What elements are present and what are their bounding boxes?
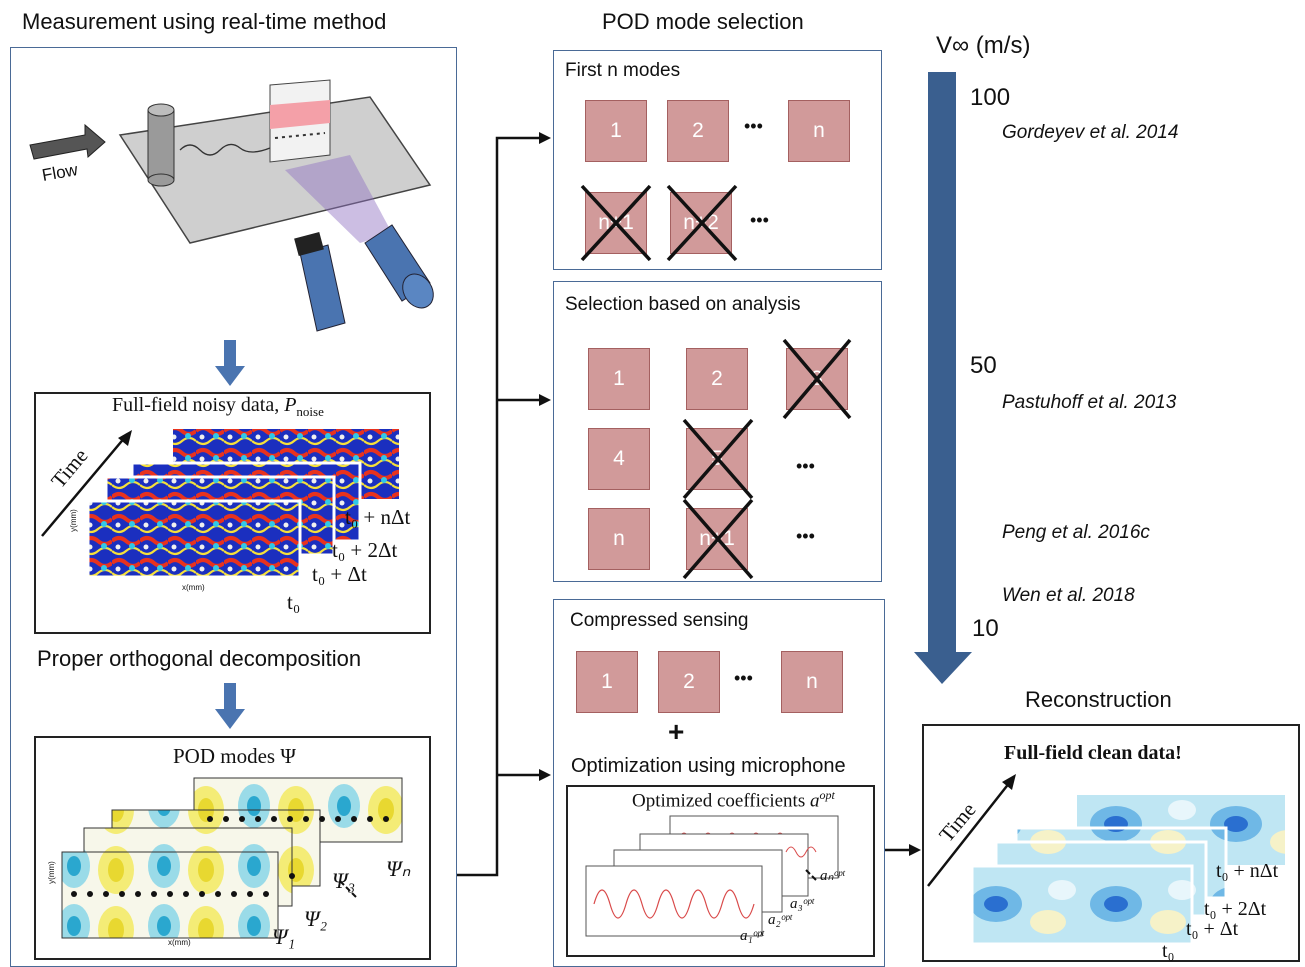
mode-tile: 4: [588, 428, 650, 490]
pod-axis-x: x(mm): [168, 938, 191, 947]
noisy-label-tn: t₀ + nΔt: [345, 505, 411, 529]
coef-label-n: aₙᵒᵖᵗ: [820, 868, 845, 884]
clean-label-tn: t₀ + nΔt: [1216, 860, 1279, 882]
ellipsis-dots: [339, 880, 357, 898]
noisy-axis-x: x(mm): [182, 583, 205, 592]
measurement-window: [270, 100, 330, 129]
mode-tile: n: [788, 100, 850, 162]
clean-frame-0: [970, 864, 1194, 946]
ellipsis: •••: [744, 116, 763, 136]
camera-field-of-view: [285, 155, 392, 243]
coef-label-3: a₃ᵒᵖᵗ: [790, 896, 814, 912]
ellipsis: •••: [750, 210, 769, 230]
velocity-arrow: [914, 72, 972, 684]
velocity-tick-10: 10: [972, 615, 999, 642]
pod-label-1: Ψ₁: [272, 924, 296, 949]
pod-heading: Proper orthogonal decomposition: [37, 646, 362, 671]
rejection-cross-icon: [580, 184, 738, 262]
noisy-label-t2: t₀ + 2Δt: [332, 538, 398, 562]
coef-label-2: a₂ᵒᵖᵗ: [768, 912, 792, 928]
cylinder-obstacle: [147, 103, 175, 187]
pod-label-3: Ψ₃: [332, 868, 356, 893]
velocity-tick-50: 50: [970, 352, 997, 379]
time-arrow: [927, 774, 1016, 887]
branch-connector: [457, 132, 551, 877]
flow-arrow-icon: [29, 123, 106, 160]
left-section-title: Measurement using real-time method: [22, 9, 387, 34]
clean-field-stack: [970, 793, 1287, 946]
reconstruction-title: Reconstruction: [1025, 687, 1172, 712]
coef-frame-1: [585, 865, 763, 937]
velocity-tick-100: 100: [970, 84, 1011, 111]
optimization-title: Optimization using microphone: [571, 755, 846, 777]
pod-modes-title: POD modes Ψ: [173, 744, 296, 768]
time-arrow: [41, 430, 132, 537]
clean-label-t0: t₀: [1162, 940, 1175, 962]
output-arrow: [885, 844, 921, 856]
coefficients-title: Optimized coefficients aopt: [632, 788, 835, 812]
noisy-axis-y: y(mm): [68, 509, 78, 532]
wake-vortices: [179, 143, 271, 156]
coefficient-plots: [585, 815, 839, 937]
ellipsis: •••: [796, 456, 815, 476]
rejection-cross-icon: [682, 338, 852, 580]
coefficient-signal-line: [593, 889, 755, 919]
pod-label-n: Ψₙ: [386, 856, 411, 881]
analysis-selection-title: Selection based on analysis: [565, 294, 801, 315]
reference-pastuhoff: Pastuhoff et al. 2013: [1002, 392, 1177, 413]
down-arrow-icon: [215, 340, 245, 386]
velocity-axis-label: V∞ (m/s): [936, 32, 1031, 59]
first-n-modes-title: First n modes: [565, 60, 681, 81]
plus-sign: +: [668, 716, 685, 747]
down-arrow-icon: [215, 683, 245, 729]
mode-tile: 1: [576, 651, 638, 713]
mode-tile: n: [781, 651, 843, 713]
noisy-label-t0: t₀: [287, 590, 301, 614]
sensor-dots: [71, 816, 389, 897]
mode-tile: 2: [658, 651, 720, 713]
noisy-field-stack: [86, 427, 401, 579]
camera-icon: [364, 224, 434, 309]
middle-section-title: POD mode selection: [602, 9, 804, 34]
compressed-sensing-title: Compressed sensing: [570, 610, 749, 631]
clean-label-t2: t₀ + 2Δt: [1204, 898, 1267, 920]
mode-tile: 1: [588, 348, 650, 410]
clean-data-title: Full-field clean data!: [1004, 742, 1182, 764]
clean-label-t1: t₀ + Δt: [1186, 918, 1239, 940]
pod-modes-stack: [61, 777, 403, 939]
pod-label-2: Ψ₂: [304, 906, 328, 931]
coef-label-1: a₁ᵒᵖᵗ: [740, 928, 764, 944]
mode-tile: 2: [667, 100, 729, 162]
experiment-illustration: [29, 79, 434, 332]
reference-wen: Wen et al. 2018: [1002, 585, 1135, 606]
ellipsis: •••: [734, 668, 753, 688]
reference-gordeyev: Gordeyev et al. 2014: [1002, 122, 1179, 143]
reference-peng: Peng et al. 2016c: [1002, 522, 1150, 543]
mode-tile: 1: [585, 100, 647, 162]
noisy-label-t1: t₀ + Δt: [312, 562, 367, 586]
pod-axis-y: y(mm): [46, 861, 56, 884]
noisy-data-title: Full-field noisy data, Pnoise: [112, 394, 324, 419]
mode-tile: 2: [686, 348, 748, 410]
noisy-frame-0: [86, 499, 302, 579]
camera-icon: [294, 231, 346, 332]
ellipsis: •••: [796, 526, 815, 546]
mode-tile: n: [588, 508, 650, 570]
